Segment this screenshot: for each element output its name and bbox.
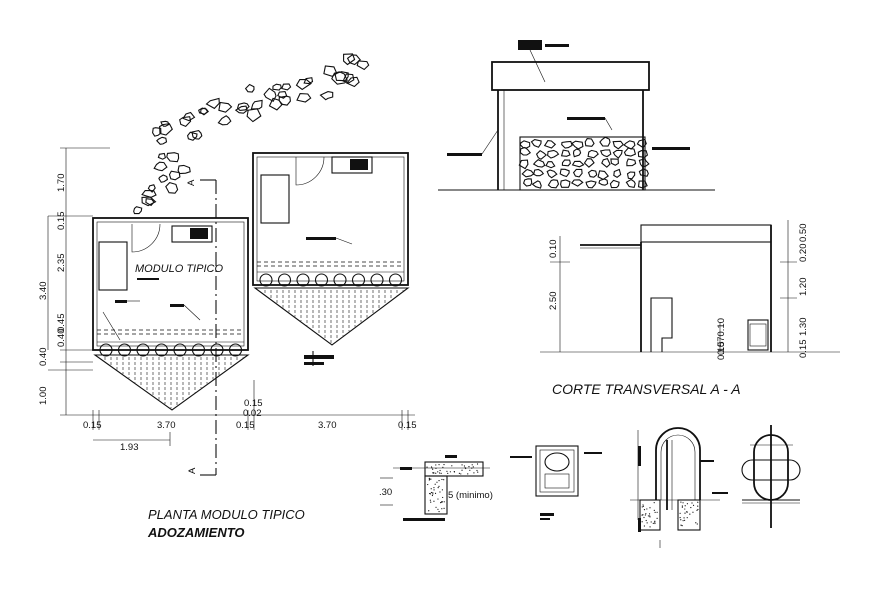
stone-wall-elevation bbox=[438, 40, 715, 191]
dim-h5: 0.15 bbox=[398, 420, 417, 431]
sdim-r3: 1.20 bbox=[798, 278, 809, 297]
dim-v6: 0.40 bbox=[56, 329, 67, 348]
tank-elevation-detail bbox=[741, 425, 801, 528]
footing-detail: .30 5 (minimo) bbox=[379, 455, 493, 521]
section-drawing bbox=[540, 220, 840, 353]
plan-right-hatch bbox=[258, 289, 404, 344]
stone-cluster bbox=[133, 53, 370, 215]
section-title: CORTE TRANSVERSAL A - A bbox=[552, 381, 741, 397]
section-dimension-texts: 0.10 2.50 0.070.10 0.15 0.50 0.20 1.20 1… bbox=[548, 224, 809, 361]
dim-h8: 0.02 bbox=[243, 408, 262, 419]
plan-right-module bbox=[252, 152, 410, 366]
sdim-r2: 0.20 bbox=[798, 244, 809, 263]
plan-left-hatch bbox=[98, 356, 244, 409]
dim-v5: 0.45 bbox=[56, 314, 67, 333]
sdim-r4: 1.30 bbox=[798, 318, 809, 337]
sdim-r5: 0.15 bbox=[798, 340, 809, 359]
plan-left-module: MODULO TIPICO bbox=[92, 217, 250, 411]
plan-right-circles bbox=[259, 273, 403, 287]
plan-dimension-texts: 1.70 0.15 2.35 3.40 0.45 0.40 0.40 1.00 … bbox=[38, 174, 417, 454]
dim-v4: 3.40 bbox=[38, 282, 49, 301]
plan-dimension-lines bbox=[47, 147, 415, 446]
dim-v1: 1.70 bbox=[56, 174, 67, 193]
detail-dim-30: .30 bbox=[379, 487, 392, 498]
wall-stone-pattern bbox=[518, 136, 650, 189]
plan-title-line2: ADOZAMIENTO bbox=[147, 525, 245, 540]
dim-v2: 0.15 bbox=[56, 212, 67, 231]
section-mark-bottom: A bbox=[187, 467, 198, 474]
dim-h6: 1.93 bbox=[120, 442, 139, 453]
dim-h2: 3.70 bbox=[157, 420, 176, 431]
plan-title-line1: PLANTA MODULO TIPICO bbox=[148, 507, 305, 522]
dim-v8: 1.00 bbox=[38, 387, 49, 406]
module-typical-label: MODULO TIPICO bbox=[135, 263, 223, 275]
basin-detail bbox=[510, 445, 602, 520]
plan-left-circles bbox=[99, 343, 243, 357]
dim-h4: 3.70 bbox=[318, 420, 337, 431]
sdim-l3: 0.070.10 bbox=[716, 318, 727, 355]
sdim-l4: 0.15 bbox=[716, 342, 727, 361]
sdim-r1: 0.50 bbox=[798, 224, 809, 243]
detail-note: 5 (minimo) bbox=[448, 490, 493, 501]
dim-h7: 0.15 bbox=[244, 398, 263, 409]
sdim-l2: 2.50 bbox=[548, 292, 559, 311]
section-mark-top: A bbox=[186, 179, 197, 186]
tank-section-detail bbox=[630, 427, 728, 548]
section-cut-line: A A bbox=[186, 179, 217, 476]
dim-h3: 0.15 bbox=[236, 420, 255, 431]
sdim-l1: 0.10 bbox=[548, 240, 559, 259]
dim-v7: 0.40 bbox=[38, 348, 49, 367]
dim-h1: 0.15 bbox=[83, 420, 102, 431]
dim-v3: 2.35 bbox=[56, 254, 67, 273]
